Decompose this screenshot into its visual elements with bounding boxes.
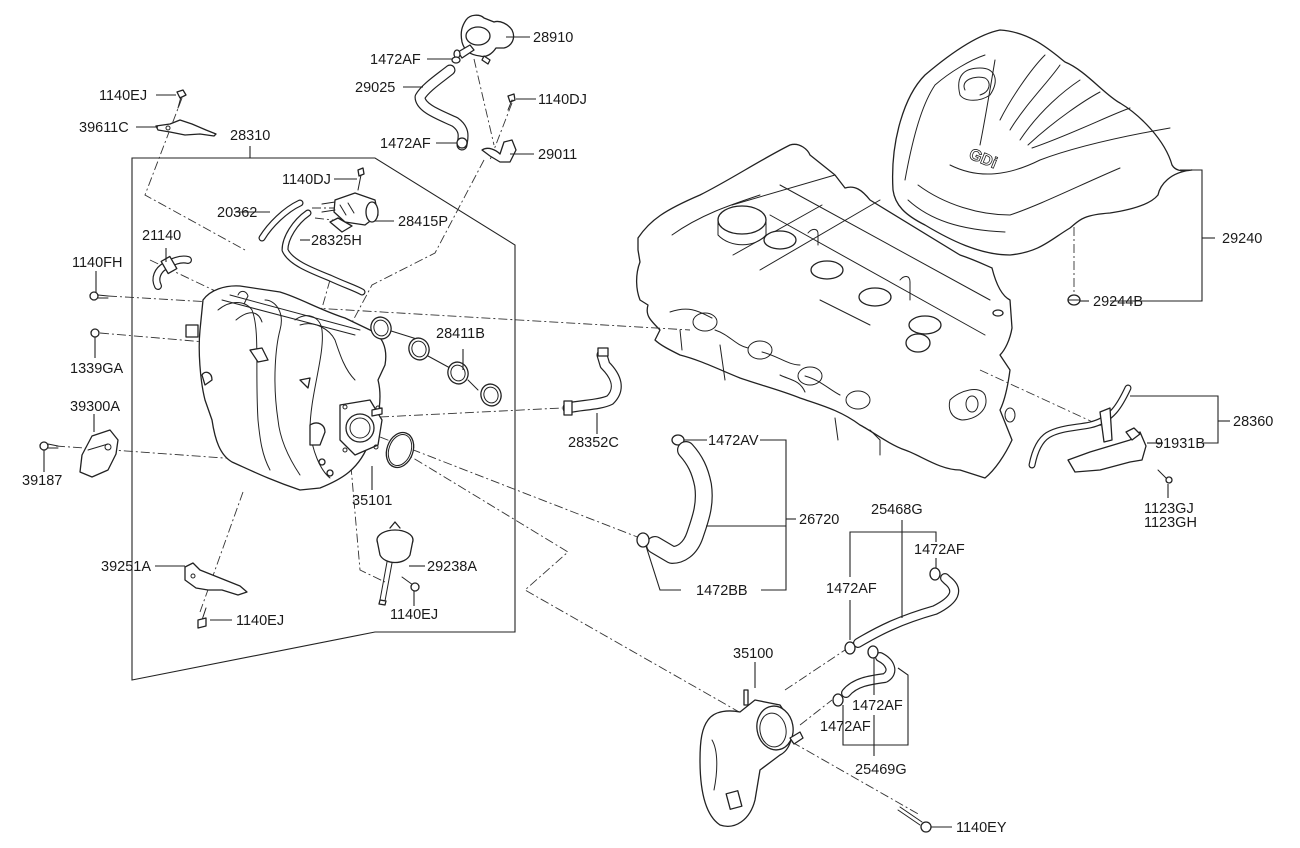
callout-28360[interactable]: 28360 [1233,414,1273,430]
vacuum-actuator[interactable] [376,521,414,606]
cover-grommet[interactable] [1067,294,1081,306]
callout-39611C[interactable]: 39611C [79,120,129,136]
valve-bracket[interactable] [481,139,517,163]
callout-21140[interactable]: 21140 [142,228,181,244]
assembly-frame-28310 [131,157,516,681]
manifold-gasket[interactable] [368,314,504,409]
callout-1472AF[interactable]: 1472AF [380,136,431,152]
callout-1140FH[interactable]: 1140FH [72,255,123,271]
bolt-1140EJ-c[interactable] [197,607,207,629]
callout-1472AF[interactable]: 1472AF [826,581,877,597]
vacuum-hose-28325H[interactable] [281,209,366,296]
callout-28910[interactable]: 28910 [533,30,573,46]
intake-manifold[interactable] [185,285,387,491]
purge-hose[interactable] [414,64,469,151]
clamp-1472AF-c[interactable] [929,567,941,581]
callout-25468G[interactable]: 25468G [871,502,923,518]
callout-1123GH[interactable]: 1123GH [1144,515,1197,531]
coolant-hose-25469G[interactable] [841,652,896,698]
callout-1123GJ[interactable]: 1123GJ [1144,501,1194,517]
callout-39300A[interactable]: 39300A [70,399,120,415]
pcv-hose[interactable] [152,255,192,290]
throttle-body-gasket[interactable] [382,429,419,472]
bolt-1140DJ-b[interactable] [357,167,365,191]
cylinder-head [635,143,1016,479]
callout-25469G[interactable]: 25469G [855,762,907,778]
bolt-1140EJ-b[interactable] [401,576,420,592]
callout-1140DJ[interactable]: 1140DJ [282,172,331,188]
callout-1472AV[interactable]: 1472AV [708,433,759,449]
clamp-1472AF-b[interactable] [456,137,468,149]
callout-39251A[interactable]: 39251A [101,559,151,575]
throttle-body[interactable] [699,689,804,827]
callout-28411B[interactable]: 28411B [436,326,485,342]
callout-28352C[interactable]: 28352C [568,435,619,451]
engine-cover[interactable]: GDi [891,29,1193,256]
bolt-1140DJ-a[interactable] [507,93,516,111]
bolt-1140EY[interactable] [897,806,932,833]
callout-1472AF[interactable]: 1472AF [820,719,871,735]
bolt-1140EJ-a[interactable] [176,89,187,109]
map-sensor[interactable] [79,429,119,478]
callout-29244B[interactable]: 29244B [1093,294,1143,310]
bracket-39251A[interactable] [184,562,248,596]
callout-20362[interactable]: 20362 [217,205,257,221]
sensor-bolt[interactable] [39,441,59,451]
callout-1472AF[interactable]: 1472AF [852,698,903,714]
callout-29011[interactable]: 29011 [538,147,577,163]
callout-1472AF[interactable]: 1472AF [914,542,965,558]
callout-28310[interactable]: 28310 [230,128,270,144]
leader-lines [43,36,1230,828]
callout-28415P[interactable]: 28415P [398,214,448,230]
callout-35100[interactable]: 35100 [733,646,773,662]
clamp-1472AF-f[interactable] [832,693,844,707]
callout-1140EY[interactable]: 1140EY [956,820,1007,836]
callout-labels: 28910 1472AF 29025 1472AF 1140DJ 29011 1… [22,30,1273,836]
callout-1140EJ[interactable]: 1140EJ [390,607,438,623]
bolt-1140FH[interactable] [89,291,109,301]
callout-1472BB[interactable]: 1472BB [696,583,748,599]
callout-35101[interactable]: 35101 [352,493,392,509]
clamp-1472AF-d[interactable] [844,641,856,655]
callout-29240[interactable]: 29240 [1222,231,1262,247]
ventilation-hose[interactable] [646,441,713,564]
callout-29025[interactable]: 29025 [355,80,395,96]
brake-booster-hose[interactable] [562,347,622,416]
callout-29238A[interactable]: 29238A [427,559,477,575]
callout-26720[interactable]: 26720 [799,512,839,528]
clamp-1472AF-e[interactable] [867,645,879,659]
clamp-1472BB[interactable] [636,532,650,548]
callout-28325H[interactable]: 28325H [311,233,362,249]
callout-1140EJ[interactable]: 1140EJ [236,613,284,629]
purge-control-valve[interactable] [453,14,515,65]
clamp-1472AF-a[interactable] [451,56,461,64]
bolt-1123GJ[interactable] [1157,469,1173,484]
callout-1140DJ[interactable]: 1140DJ [538,92,587,108]
solenoid-valve[interactable] [321,192,379,233]
wiring-bracket-39611C[interactable] [155,119,217,137]
callout-91931B[interactable]: 91931B [1155,436,1205,452]
callout-39187[interactable]: 39187 [22,473,62,489]
callout-1140EJ[interactable]: 1140EJ [99,88,147,104]
wiring-bracket-91931B[interactable] [1067,427,1147,473]
pipe-assembly[interactable] [1028,384,1132,469]
vacuum-hose-20362[interactable] [258,199,304,242]
nut-1339GA[interactable] [90,328,100,338]
callout-1472AF[interactable]: 1472AF [370,52,421,68]
callout-1339GA[interactable]: 1339GA [70,361,124,377]
coolant-hose-25468G[interactable] [853,573,960,648]
